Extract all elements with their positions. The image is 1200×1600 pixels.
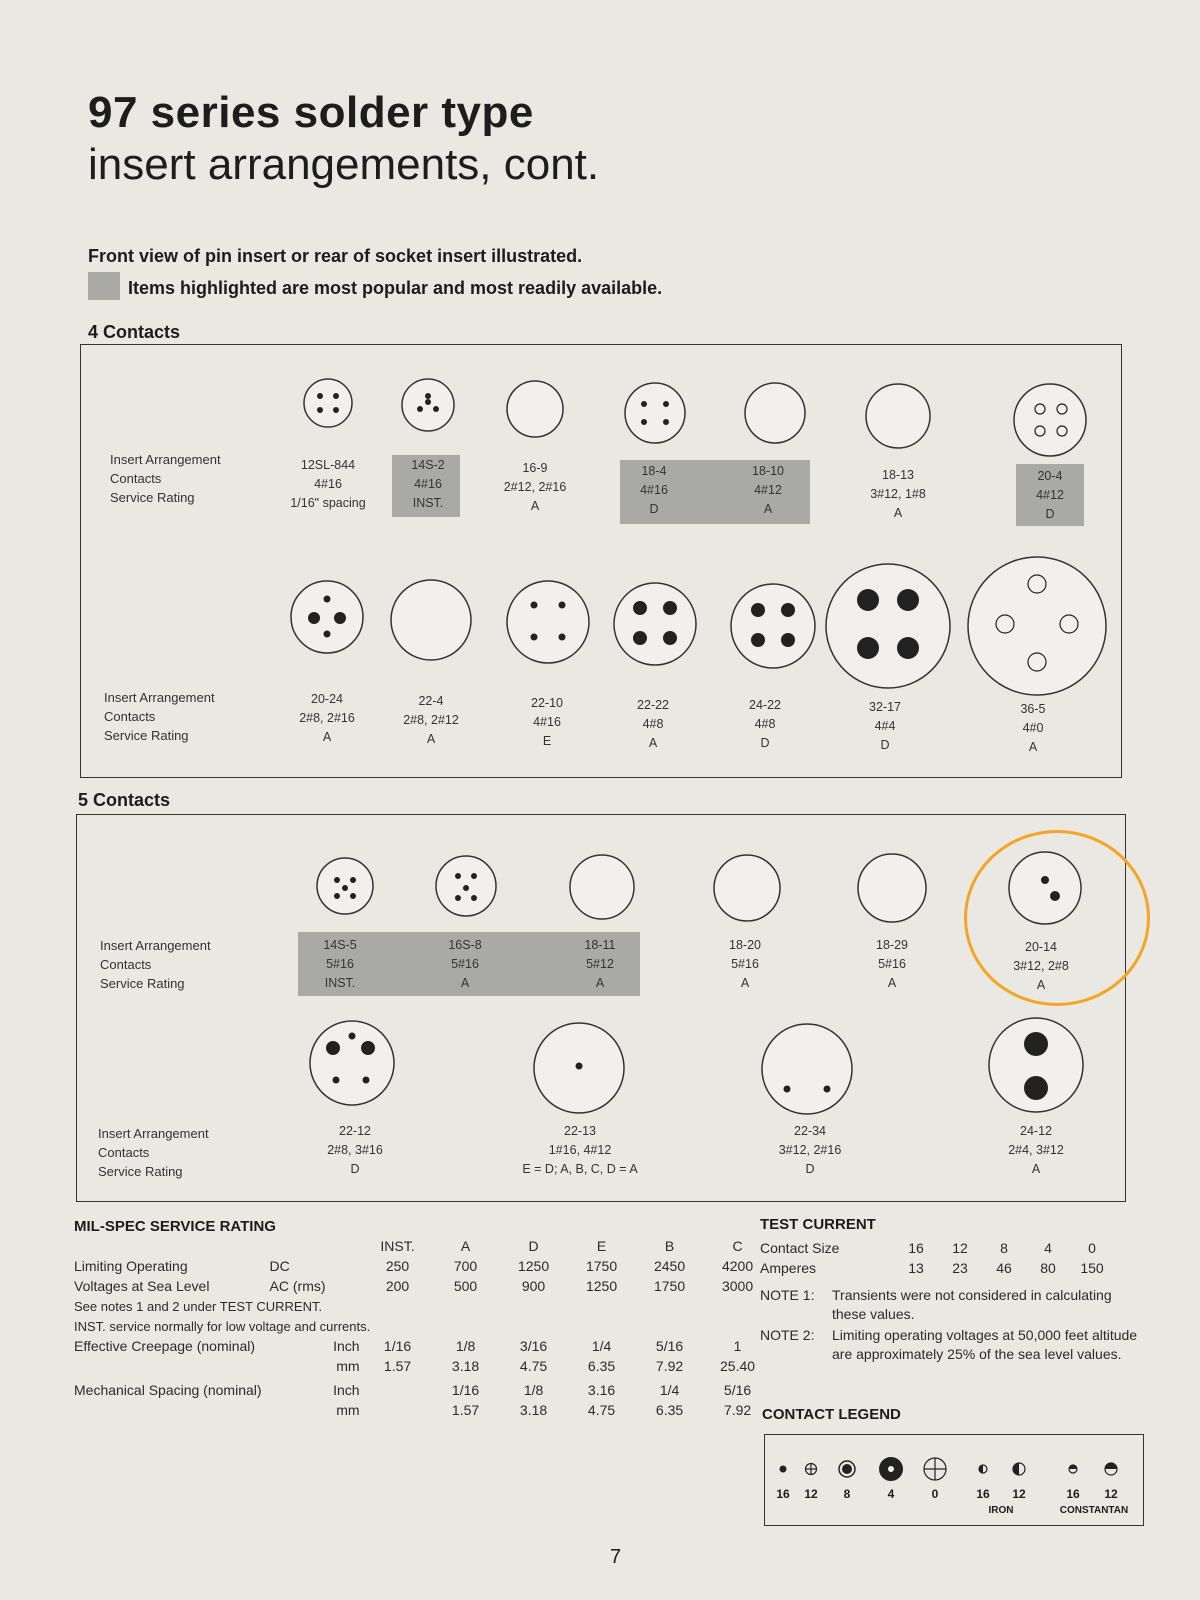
- connector-18-13: [865, 383, 931, 449]
- connector-16-9: [506, 380, 564, 438]
- highlight-swatch: [88, 272, 120, 300]
- page-title: 97 series solder type: [88, 88, 534, 137]
- connector-22-4: [390, 579, 472, 661]
- intro-text: Front view of pin insert or rear of sock…: [88, 246, 583, 266]
- highlight-note: Items highlighted are most popular and m…: [128, 278, 663, 298]
- connector-22-10: [506, 580, 590, 664]
- section-title-4-contacts: 4 Contacts: [88, 322, 181, 342]
- connector-20-4: [1013, 383, 1087, 457]
- milspec-title: MIL-SPEC SERVICE RATING: [74, 1218, 276, 1235]
- page-subtitle: insert arrangements, cont.: [88, 140, 600, 189]
- four-contacts-panel: [80, 344, 1122, 778]
- five-contacts-panel: [76, 814, 1126, 1202]
- connector-20-24: [290, 580, 364, 654]
- section-title-5-contacts: 5 Contacts: [78, 790, 171, 810]
- legend-title: CONTACT LEGEND: [762, 1406, 901, 1423]
- contact-legend: 16 12 8 4 0 16 12 16 12 IRON CONSTANTAN: [764, 1434, 1144, 1526]
- connector-36-5: [967, 556, 1107, 696]
- page-number: 7: [610, 1546, 622, 1568]
- connector-18-20: [713, 854, 781, 922]
- connector-18-29: [857, 853, 927, 923]
- annotation-circle: [964, 830, 1150, 1006]
- connector-18-11: [569, 854, 635, 920]
- connector-32-17: [825, 563, 951, 689]
- connector-18-4: [624, 382, 686, 444]
- connector-12SL-844: [303, 378, 353, 428]
- highlight-bar: [620, 460, 810, 524]
- legend-symbols: [779, 1457, 1118, 1481]
- connector-18-10: [744, 382, 806, 444]
- test-current-title: TEST CURRENT: [760, 1216, 876, 1233]
- highlight-bar: [392, 455, 460, 517]
- highlight-bar: [298, 932, 640, 996]
- connector-24-22: [730, 583, 816, 669]
- highlight-bar: [1016, 464, 1084, 526]
- connector-24-12: [988, 1017, 1084, 1113]
- test-current-notes: NOTE 1:Transients were not considered in…: [760, 1287, 1138, 1362]
- connector-22-34: [761, 1023, 853, 1115]
- connector-22-22: [613, 582, 697, 666]
- test-current-table: Contact Size 16 12 8 4 0 Amperes 13 23 4…: [760, 1240, 1104, 1276]
